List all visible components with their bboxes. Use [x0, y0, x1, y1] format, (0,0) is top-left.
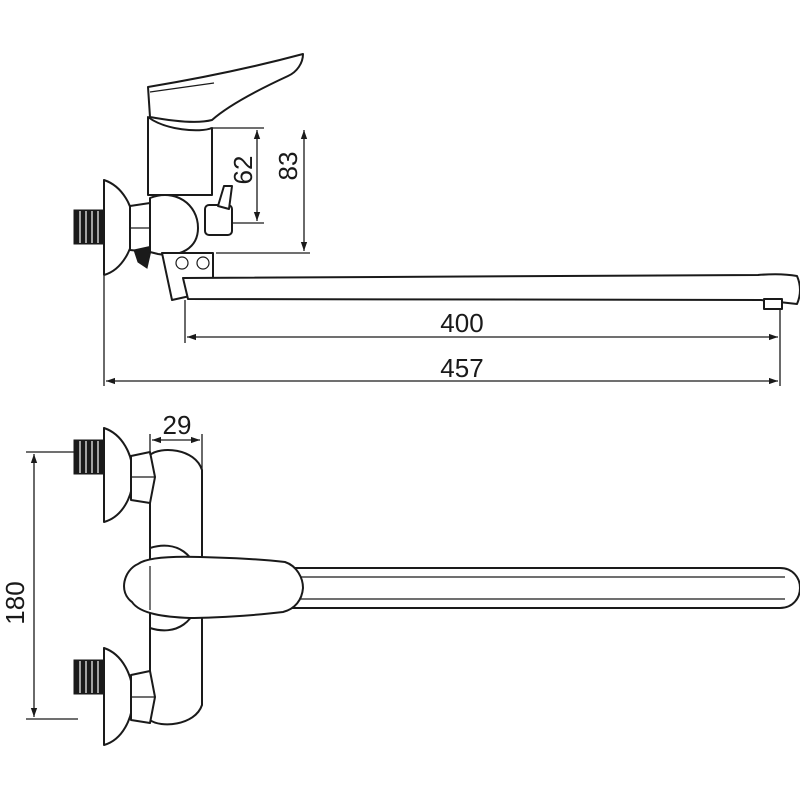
dim-83-label: 83	[273, 152, 303, 181]
side-diverter-lever	[217, 185, 233, 210]
side-spout	[182, 273, 800, 305]
side-view	[73, 53, 800, 386]
side-body-dome	[149, 193, 199, 256]
front-lever-handle	[123, 555, 304, 619]
side-cartridge-body	[147, 116, 213, 196]
front-top-flange	[103, 427, 134, 523]
dim-457-label: 457	[440, 353, 483, 383]
side-eccentric	[133, 245, 153, 269]
dim-180-label: 180	[0, 581, 30, 624]
side-lever-handle	[147, 53, 304, 123]
front-bottom-flange	[103, 647, 134, 746]
front-top-inlet-thread	[73, 439, 105, 475]
dim-400-label: 400	[440, 308, 483, 338]
dim-29-label: 29	[163, 410, 192, 440]
dim-62-label: 62	[228, 156, 258, 185]
front-bottom-inlet-thread	[73, 659, 105, 695]
side-inlet-thread	[73, 209, 105, 245]
front-spout	[284, 567, 800, 609]
side-aerator	[763, 298, 783, 310]
front-view	[26, 427, 800, 746]
